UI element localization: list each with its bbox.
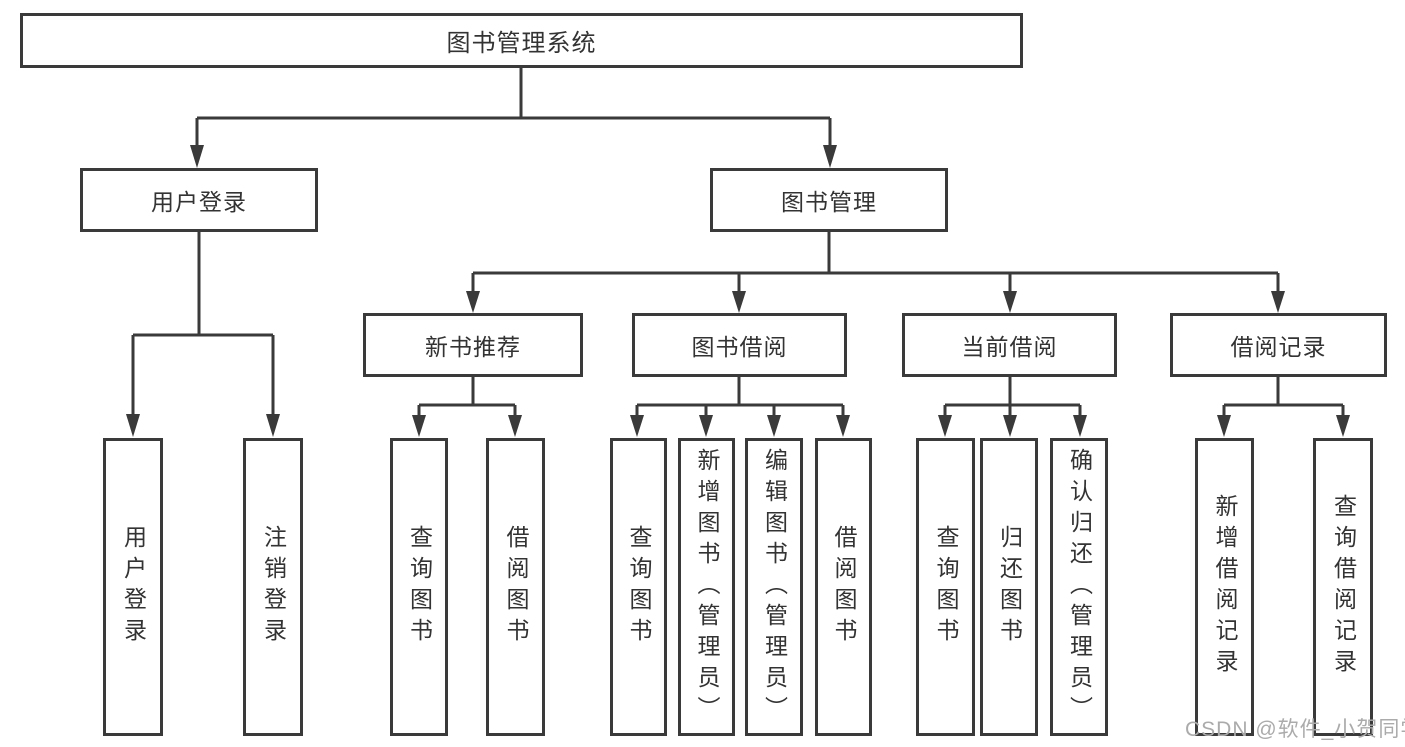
leaf-records-query-borrow-record: 查询借阅记录 bbox=[1313, 438, 1373, 736]
node-book-borrow: 图书借阅 bbox=[632, 313, 847, 377]
leaf-label: 用户登录 bbox=[120, 525, 147, 649]
leaf-label: 查询图书 bbox=[933, 525, 959, 649]
leaf-borrow-add-books-admin: 新增图书（管理员） bbox=[678, 438, 735, 736]
leaf-label: 查询借阅记录 bbox=[1330, 494, 1357, 680]
leaf-label: 归还图书 bbox=[996, 525, 1023, 649]
leaf-current-query-books: 查询图书 bbox=[916, 438, 975, 736]
leaf-records-add-borrow-record: 新增借阅记录 bbox=[1195, 438, 1254, 736]
leaf-label: 注销登录 bbox=[260, 525, 287, 649]
leaf-current-confirm-return-admin: 确认归还（管理员） bbox=[1050, 438, 1108, 736]
node-library-management-system: 图书管理系统 bbox=[20, 13, 1023, 68]
leaf-borrow-query-books: 查询图书 bbox=[610, 438, 667, 736]
arrowheads bbox=[126, 145, 1350, 437]
leaf-borrow-edit-books-admin: 编辑图书（管理员） bbox=[745, 438, 803, 736]
csdn-watermark: CSDN @软件_小贺同学 bbox=[1185, 718, 1405, 741]
node-label: 当前借阅 bbox=[961, 334, 1058, 360]
node-user-login: 用户登录 bbox=[80, 168, 318, 232]
node-borrow-records: 借阅记录 bbox=[1170, 313, 1387, 377]
leaf-label: 借阅图书 bbox=[503, 525, 529, 649]
leaf-current-return-books: 归还图书 bbox=[980, 438, 1038, 736]
node-label: 图书管理 bbox=[781, 189, 877, 215]
leaf-label: 新增借阅记录 bbox=[1212, 494, 1238, 680]
node-label: 图书管理系统 bbox=[446, 30, 597, 57]
leaf-label: 编辑图书（管理员） bbox=[761, 447, 788, 727]
leaf-label: 借阅图书 bbox=[831, 525, 857, 649]
leaf-user-login: 用户登录 bbox=[103, 438, 163, 736]
leaf-borrow-borrow-books: 借阅图书 bbox=[815, 438, 872, 736]
leaf-newbook-query-books: 查询图书 bbox=[390, 438, 448, 736]
node-label: 图书借阅 bbox=[691, 334, 788, 360]
node-label: 新书推荐 bbox=[425, 334, 521, 360]
node-book-management: 图书管理 bbox=[710, 168, 948, 232]
node-label: 用户登录 bbox=[151, 189, 247, 215]
leaf-logout: 注销登录 bbox=[243, 438, 303, 736]
leaf-label: 查询图书 bbox=[626, 525, 652, 649]
node-current-borrow: 当前借阅 bbox=[902, 313, 1117, 377]
leaf-label: 查询图书 bbox=[406, 525, 433, 649]
leaf-newbook-borrow-books: 借阅图书 bbox=[486, 438, 545, 736]
node-new-book-recommend: 新书推荐 bbox=[363, 313, 583, 377]
leaf-label: 确认归还（管理员） bbox=[1066, 447, 1093, 727]
node-label: 借阅记录 bbox=[1230, 334, 1327, 360]
leaf-label: 新增图书（管理员） bbox=[694, 447, 720, 727]
